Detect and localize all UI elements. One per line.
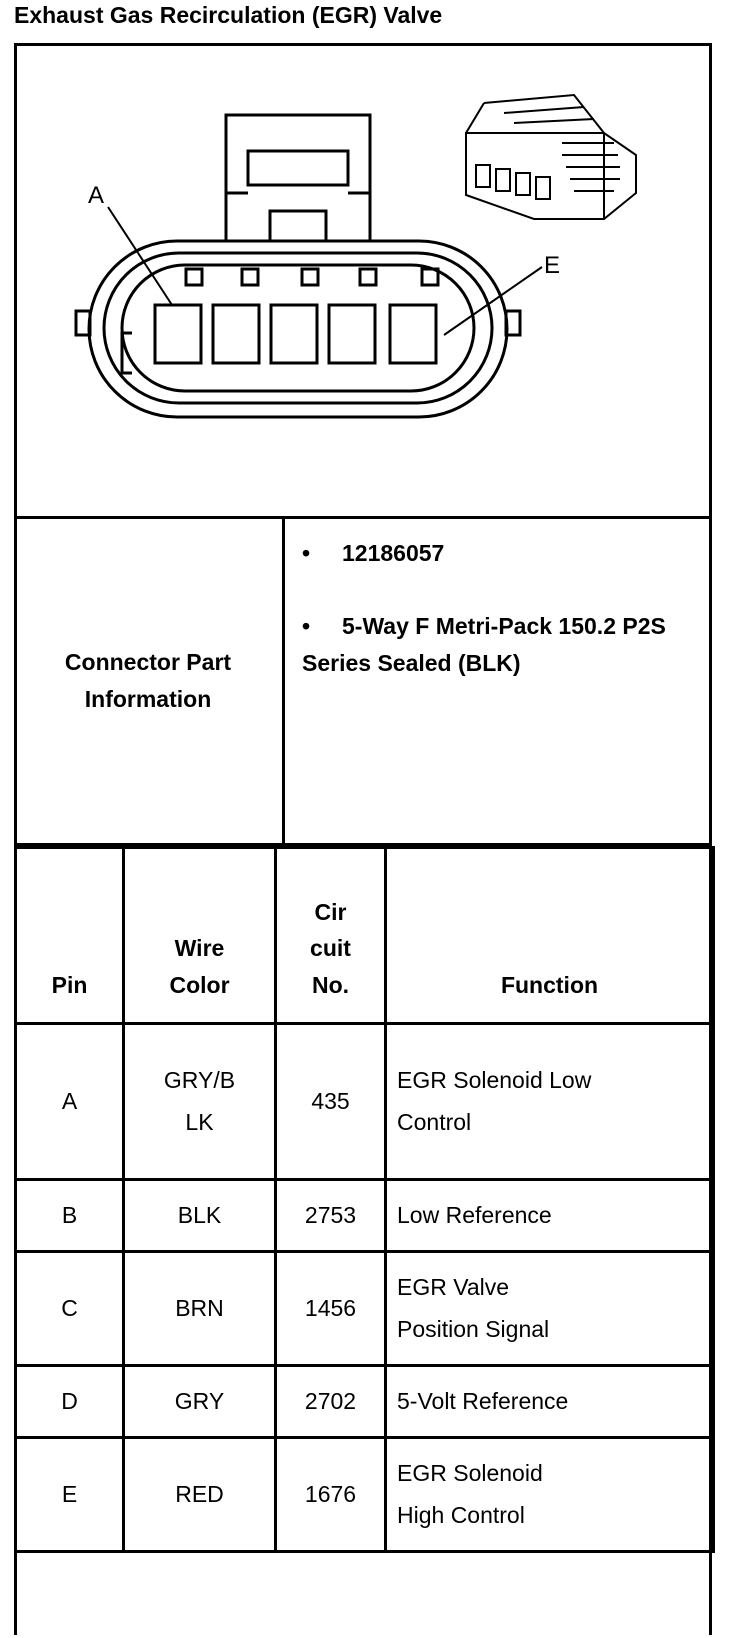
part-number: 12186057 <box>342 540 445 566</box>
header-function: Function <box>384 846 715 1025</box>
connector-info-label: Connector Part Information <box>14 519 285 843</box>
header-pin: Pin <box>14 846 125 1025</box>
cell-circuit: 2702 <box>274 1364 387 1439</box>
bullet: • <box>302 540 311 566</box>
cell-wire-color: GRY/B LK <box>122 1022 277 1181</box>
terminal-cavity-b <box>211 303 261 365</box>
connector-thumbnail <box>465 93 637 220</box>
cell-pin: A <box>14 1022 125 1181</box>
connector-diagram-cell: A E <box>14 43 712 519</box>
cell-circuit: 2753 <box>274 1178 387 1253</box>
terminal-cavity-a <box>153 303 203 365</box>
cell-function: EGR Solenoid Low Control <box>384 1022 715 1181</box>
cell-circuit: 1676 <box>274 1436 387 1553</box>
cell-function: 5-Volt Reference <box>384 1364 715 1439</box>
connector-info-row: Connector Part Information •12186057 •5-… <box>14 519 712 846</box>
cell-wire-color: BRN <box>122 1250 277 1367</box>
table-row: B BLK 2753 Low Reference <box>14 1178 715 1253</box>
terminal-cavity-c <box>269 303 319 365</box>
connector-latch-window <box>246 149 350 187</box>
description-line: •5-Way F Metri-Pack 150.2 P2S Series Sea… <box>302 608 698 682</box>
cell-wire-color: GRY <box>122 1364 277 1439</box>
connector-info-value: •12186057 •5-Way F Metri-Pack 150.2 P2S … <box>288 519 708 843</box>
part-number-line: • 12186057 <box>302 535 698 572</box>
cell-pin: C <box>14 1250 125 1367</box>
table-row: C BRN 1456 EGR Valve Position Signal <box>14 1250 715 1367</box>
bullet: • <box>302 612 311 639</box>
table-header-row: Pin Wire Color Cir cuit No. Function <box>14 846 715 1025</box>
cell-wire-color: BLK <box>122 1178 277 1253</box>
cell-circuit: 1456 <box>274 1250 387 1367</box>
table-row: E RED 1676 EGR Solenoid High Control <box>14 1436 715 1553</box>
connector-latch <box>224 113 372 241</box>
diagram-label-a: A <box>88 182 104 209</box>
terminal-cavity-e <box>388 303 438 365</box>
cell-function: EGR Solenoid High Control <box>384 1436 715 1553</box>
table-row: D GRY 2702 5-Volt Reference <box>14 1364 715 1439</box>
cell-function: EGR Valve Position Signal <box>384 1250 715 1367</box>
leader-line-a <box>107 206 173 306</box>
connector-diagram: A E <box>74 93 637 419</box>
cell-wire-color: RED <box>122 1436 277 1553</box>
cell-circuit: 435 <box>274 1022 387 1181</box>
header-circuit: Cir cuit No. <box>274 846 387 1025</box>
cell-pin: E <box>14 1436 125 1553</box>
leader-line-e <box>443 266 543 336</box>
connector-info-label-text: Connector Part Information <box>64 649 232 712</box>
cell-pin: D <box>14 1364 125 1439</box>
table-row: A GRY/B LK 435 EGR Solenoid Low Control <box>14 1022 715 1181</box>
connector-housing-middle <box>102 251 494 405</box>
connector-housing-inner <box>120 263 476 393</box>
page-title: Exhaust Gas Recirculation (EGR) Valve <box>14 2 443 28</box>
table-frame <box>14 43 712 1635</box>
connector-latch-slot <box>268 209 328 243</box>
terminal-cavity-d <box>327 303 377 365</box>
diagram-label-e: E <box>544 252 560 279</box>
header-wire-color: Wire Color <box>122 846 277 1025</box>
cell-pin: B <box>14 1178 125 1253</box>
pin-table: Pin Wire Color Cir cuit No. Function A G… <box>14 846 715 1553</box>
cell-function: Low Reference <box>384 1178 715 1253</box>
connector-description: 5-Way F Metri-Pack 150.2 P2S Series Seal… <box>302 612 666 676</box>
